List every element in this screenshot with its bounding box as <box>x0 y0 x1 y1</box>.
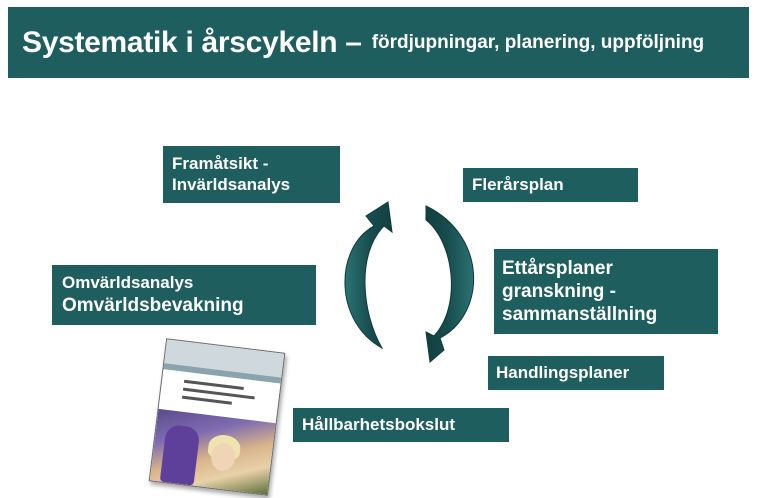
box-hallbarhetsbokslut: Hållbarhetsbokslut <box>293 408 509 442</box>
booklet-photo <box>149 408 276 495</box>
box-handlingsplaner: Handlingsplaner <box>488 356 664 390</box>
box-ettarsplaner: Ettårsplaner granskning - sammanställnin… <box>494 249 718 334</box>
box-flerarsplan-label: Flerårsplan <box>472 174 564 194</box>
box-ettars-line2: granskning - <box>502 280 617 302</box>
booklet-text-line <box>181 395 232 405</box>
booklet-figure <box>159 423 201 486</box>
box-framatsikt-line1: Framåtsikt - <box>172 153 269 173</box>
page-subtitle: fördjupningar, planering, uppföljning <box>371 31 705 53</box>
circular-arrows-icon <box>344 201 475 363</box>
box-ettars-line1: Ettårsplaner <box>502 257 613 279</box>
report-booklet-image <box>148 338 286 496</box>
box-omvarld-line1: Omvärldsanalys <box>62 273 194 293</box>
box-omvarld-line2: Omvärldsbevakning <box>62 294 244 316</box>
cycle-arrow-left <box>344 201 393 350</box>
box-ettars-line3: sammanställning <box>502 304 658 326</box>
page-title: Systematik i årscykeln – <box>22 25 362 59</box>
box-flerarsplan: Flerårsplan <box>463 168 638 202</box>
cycle-arrow-right <box>425 205 475 363</box>
title-bar: Systematik i årscykeln – fördjupningar, … <box>8 7 749 78</box>
box-handling-label: Handlingsplaner <box>496 362 630 382</box>
box-hallbarhet-label: Hållbarhetsbokslut <box>302 414 456 434</box>
box-omvarldsanalys: Omvärldsanalys Omvärldsbevakning <box>52 265 316 325</box>
box-framatsikt-line2: Invärldsanalys <box>172 174 291 194</box>
box-framatsikt: Framåtsikt - Invärldsanalys <box>163 146 340 203</box>
